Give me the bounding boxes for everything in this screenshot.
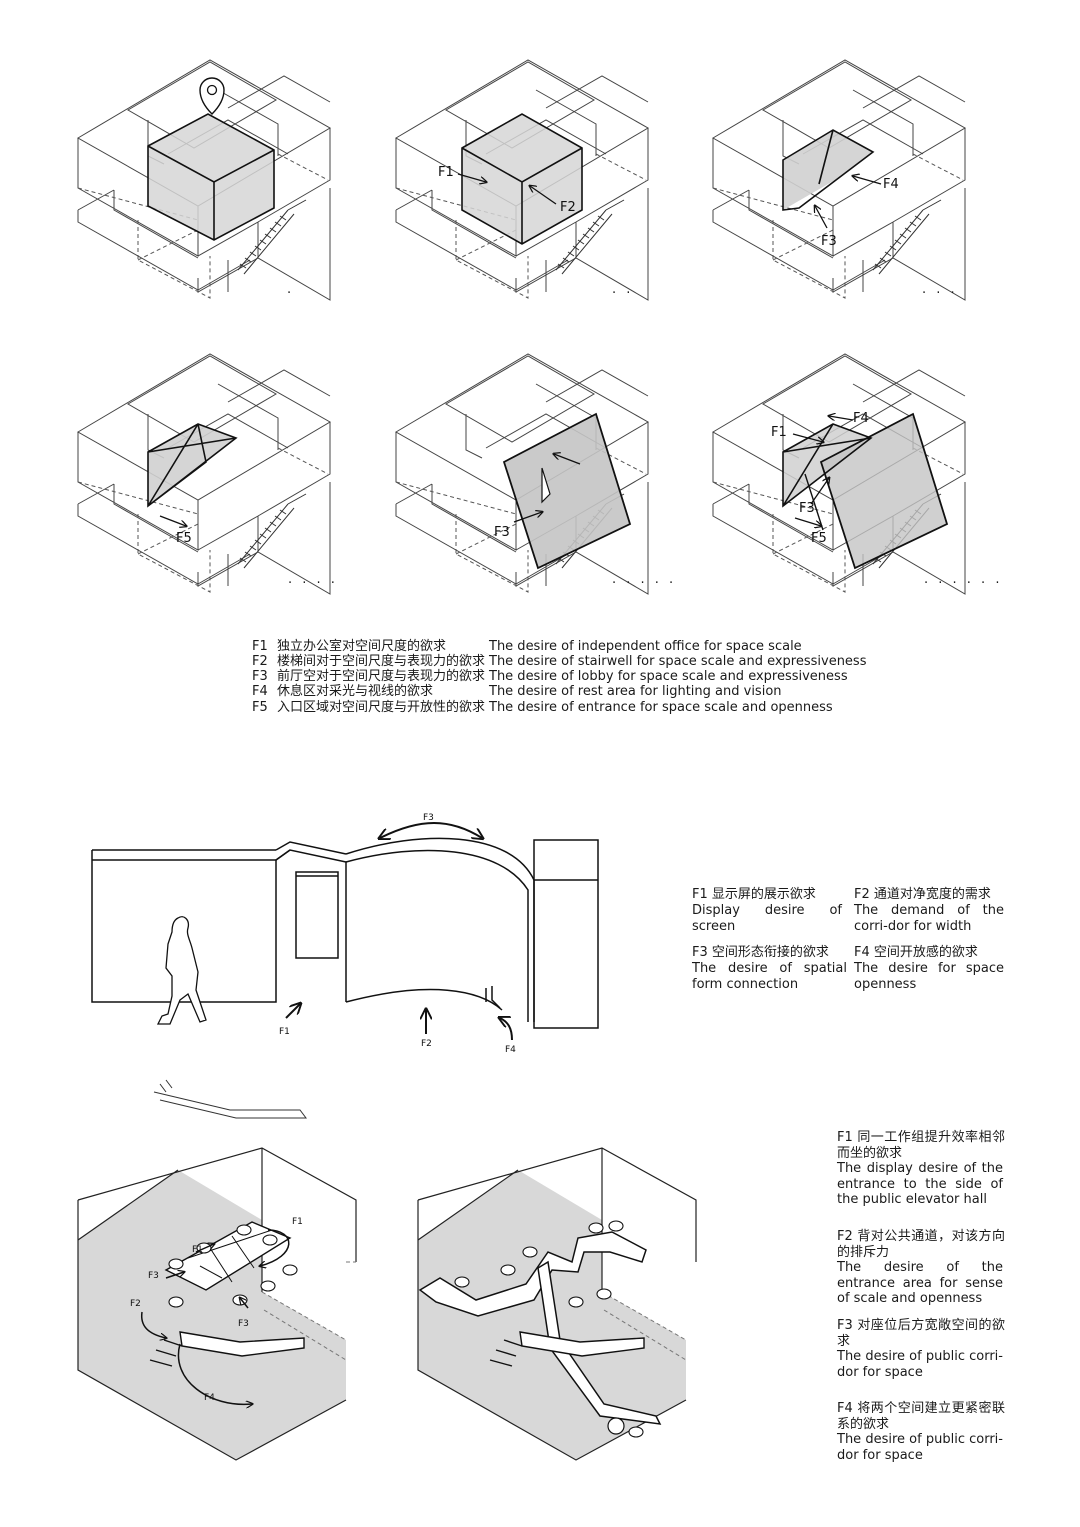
wall-legend-en: The desire of spatial form connection	[692, 961, 847, 992]
wall-legend-zh: F1 显示屏的展示欲求	[692, 887, 816, 902]
panel-3-label-f4: F4	[883, 177, 899, 192]
panel-1-dots: .	[287, 282, 295, 297]
legend-en: The desire of rest area for lighting and…	[489, 684, 782, 699]
wall-legend-en: The desire for space openness	[854, 961, 1004, 992]
panel-3-dots: . . .	[922, 282, 958, 297]
legend-en: The desire of entrance for space scale a…	[489, 700, 833, 715]
legend-code: F4	[252, 684, 268, 699]
legend-code: F3	[252, 669, 268, 684]
office-label-f1-b: F1	[192, 1245, 203, 1255]
legend-code: F1	[252, 639, 268, 654]
panel-2-label-f1: F1	[438, 165, 454, 180]
legend-code: F5	[252, 700, 268, 715]
panel-4-diagram: F5	[77, 353, 331, 595]
wall-legend-zh: F4 空间开放感的欲求	[854, 945, 978, 960]
panel-2-diagram: F1 F2	[395, 59, 649, 301]
wall-legend-en: The demand of the corri-dor for width	[854, 903, 1004, 934]
office-label-f3-a: F3	[148, 1271, 159, 1281]
panel-5-label-f3: F3	[494, 525, 510, 540]
wall-legend-zh: F3 空间形态衔接的欲求	[692, 945, 829, 960]
legend-en: The desire of lobby for space scale and …	[489, 669, 848, 684]
legend-en: The desire of stairwell for space scale …	[489, 654, 867, 669]
office-label-f4: F4	[204, 1393, 215, 1403]
panel-3-label-f3: F3	[821, 234, 837, 249]
panel-6-label-f1: F1	[771, 425, 787, 440]
legend-zh: 休息区对采光与视线的欲求	[277, 684, 434, 699]
wall-legend-zh: F2 通道对净宽度的需求	[854, 887, 991, 902]
wall-label-f4: F4	[505, 1045, 516, 1055]
panel-4-dots: . . . .	[288, 572, 338, 587]
office-legend-zh: F1 同一工作组提升效率相邻而坐的欲求	[837, 1130, 1005, 1161]
panel-6-dots: . . . . . .	[924, 572, 1003, 587]
office-legend-zh: F3 对座位后方宽敞空间的欲求	[837, 1318, 1005, 1349]
legend-zh: 入口区域对空间尺度与开放性的欲求	[277, 700, 486, 715]
office-label-f2: F2	[130, 1299, 141, 1309]
panel-6-diagram: F1 F4 F3 F5	[712, 353, 966, 595]
legend-en: The desire of independent office for spa…	[489, 639, 802, 654]
panel-5-dots: . . . . .	[612, 572, 677, 587]
office-legend-en: The desire of public corri-dor for space	[837, 1349, 1003, 1380]
office-plan-right	[417, 1147, 697, 1461]
office-legend-zh: F4 将两个空间建立更紧密联系的欲求	[837, 1401, 1005, 1432]
panel-3-diagram: F4 F3	[712, 59, 966, 301]
legend-zh: 前厅空对于空间尺度与表现力的欲求	[277, 669, 486, 684]
panel-5-diagram: F3	[395, 353, 649, 595]
wall-label-f3: F3	[423, 813, 434, 823]
panel-2-dots: . .	[612, 282, 634, 297]
legend-zh: 楼梯间对于空间尺度与表现力的欲求	[277, 654, 486, 669]
legend-code: F2	[252, 654, 268, 669]
wall-legend-en: Display desire of screen	[692, 903, 842, 934]
panel-2-label-f2: F2	[560, 200, 576, 215]
office-legend-en: The desire of the entrance area for sens…	[837, 1260, 1003, 1306]
panel-6-label-f3: F3	[799, 501, 815, 516]
wall-elevation-diagram	[91, 837, 599, 1029]
wall-label-f1: F1	[279, 1027, 290, 1037]
office-label-f3-b: F3	[238, 1319, 249, 1329]
office-legend-en: The desire of public corri-dor for space	[837, 1432, 1003, 1463]
wall-label-f2: F2	[421, 1039, 432, 1049]
office-plan-left	[77, 1079, 357, 1461]
legend-zh: 独立办公室对空间尺度的欲求	[277, 639, 447, 654]
panel-6-label-f4: F4	[853, 411, 869, 426]
panel-4-label-f5: F5	[176, 531, 192, 546]
office-legend-en: The display desire of the entrance to th…	[837, 1161, 1003, 1207]
office-label-f1-a: F1	[292, 1217, 303, 1227]
location-pin-icon	[199, 77, 225, 115]
office-legend-zh: F2 背对公共通道，对该方向的排斥力	[837, 1229, 1005, 1260]
panel-6-label-f5: F5	[811, 531, 827, 546]
panel-1-diagram	[77, 59, 331, 301]
